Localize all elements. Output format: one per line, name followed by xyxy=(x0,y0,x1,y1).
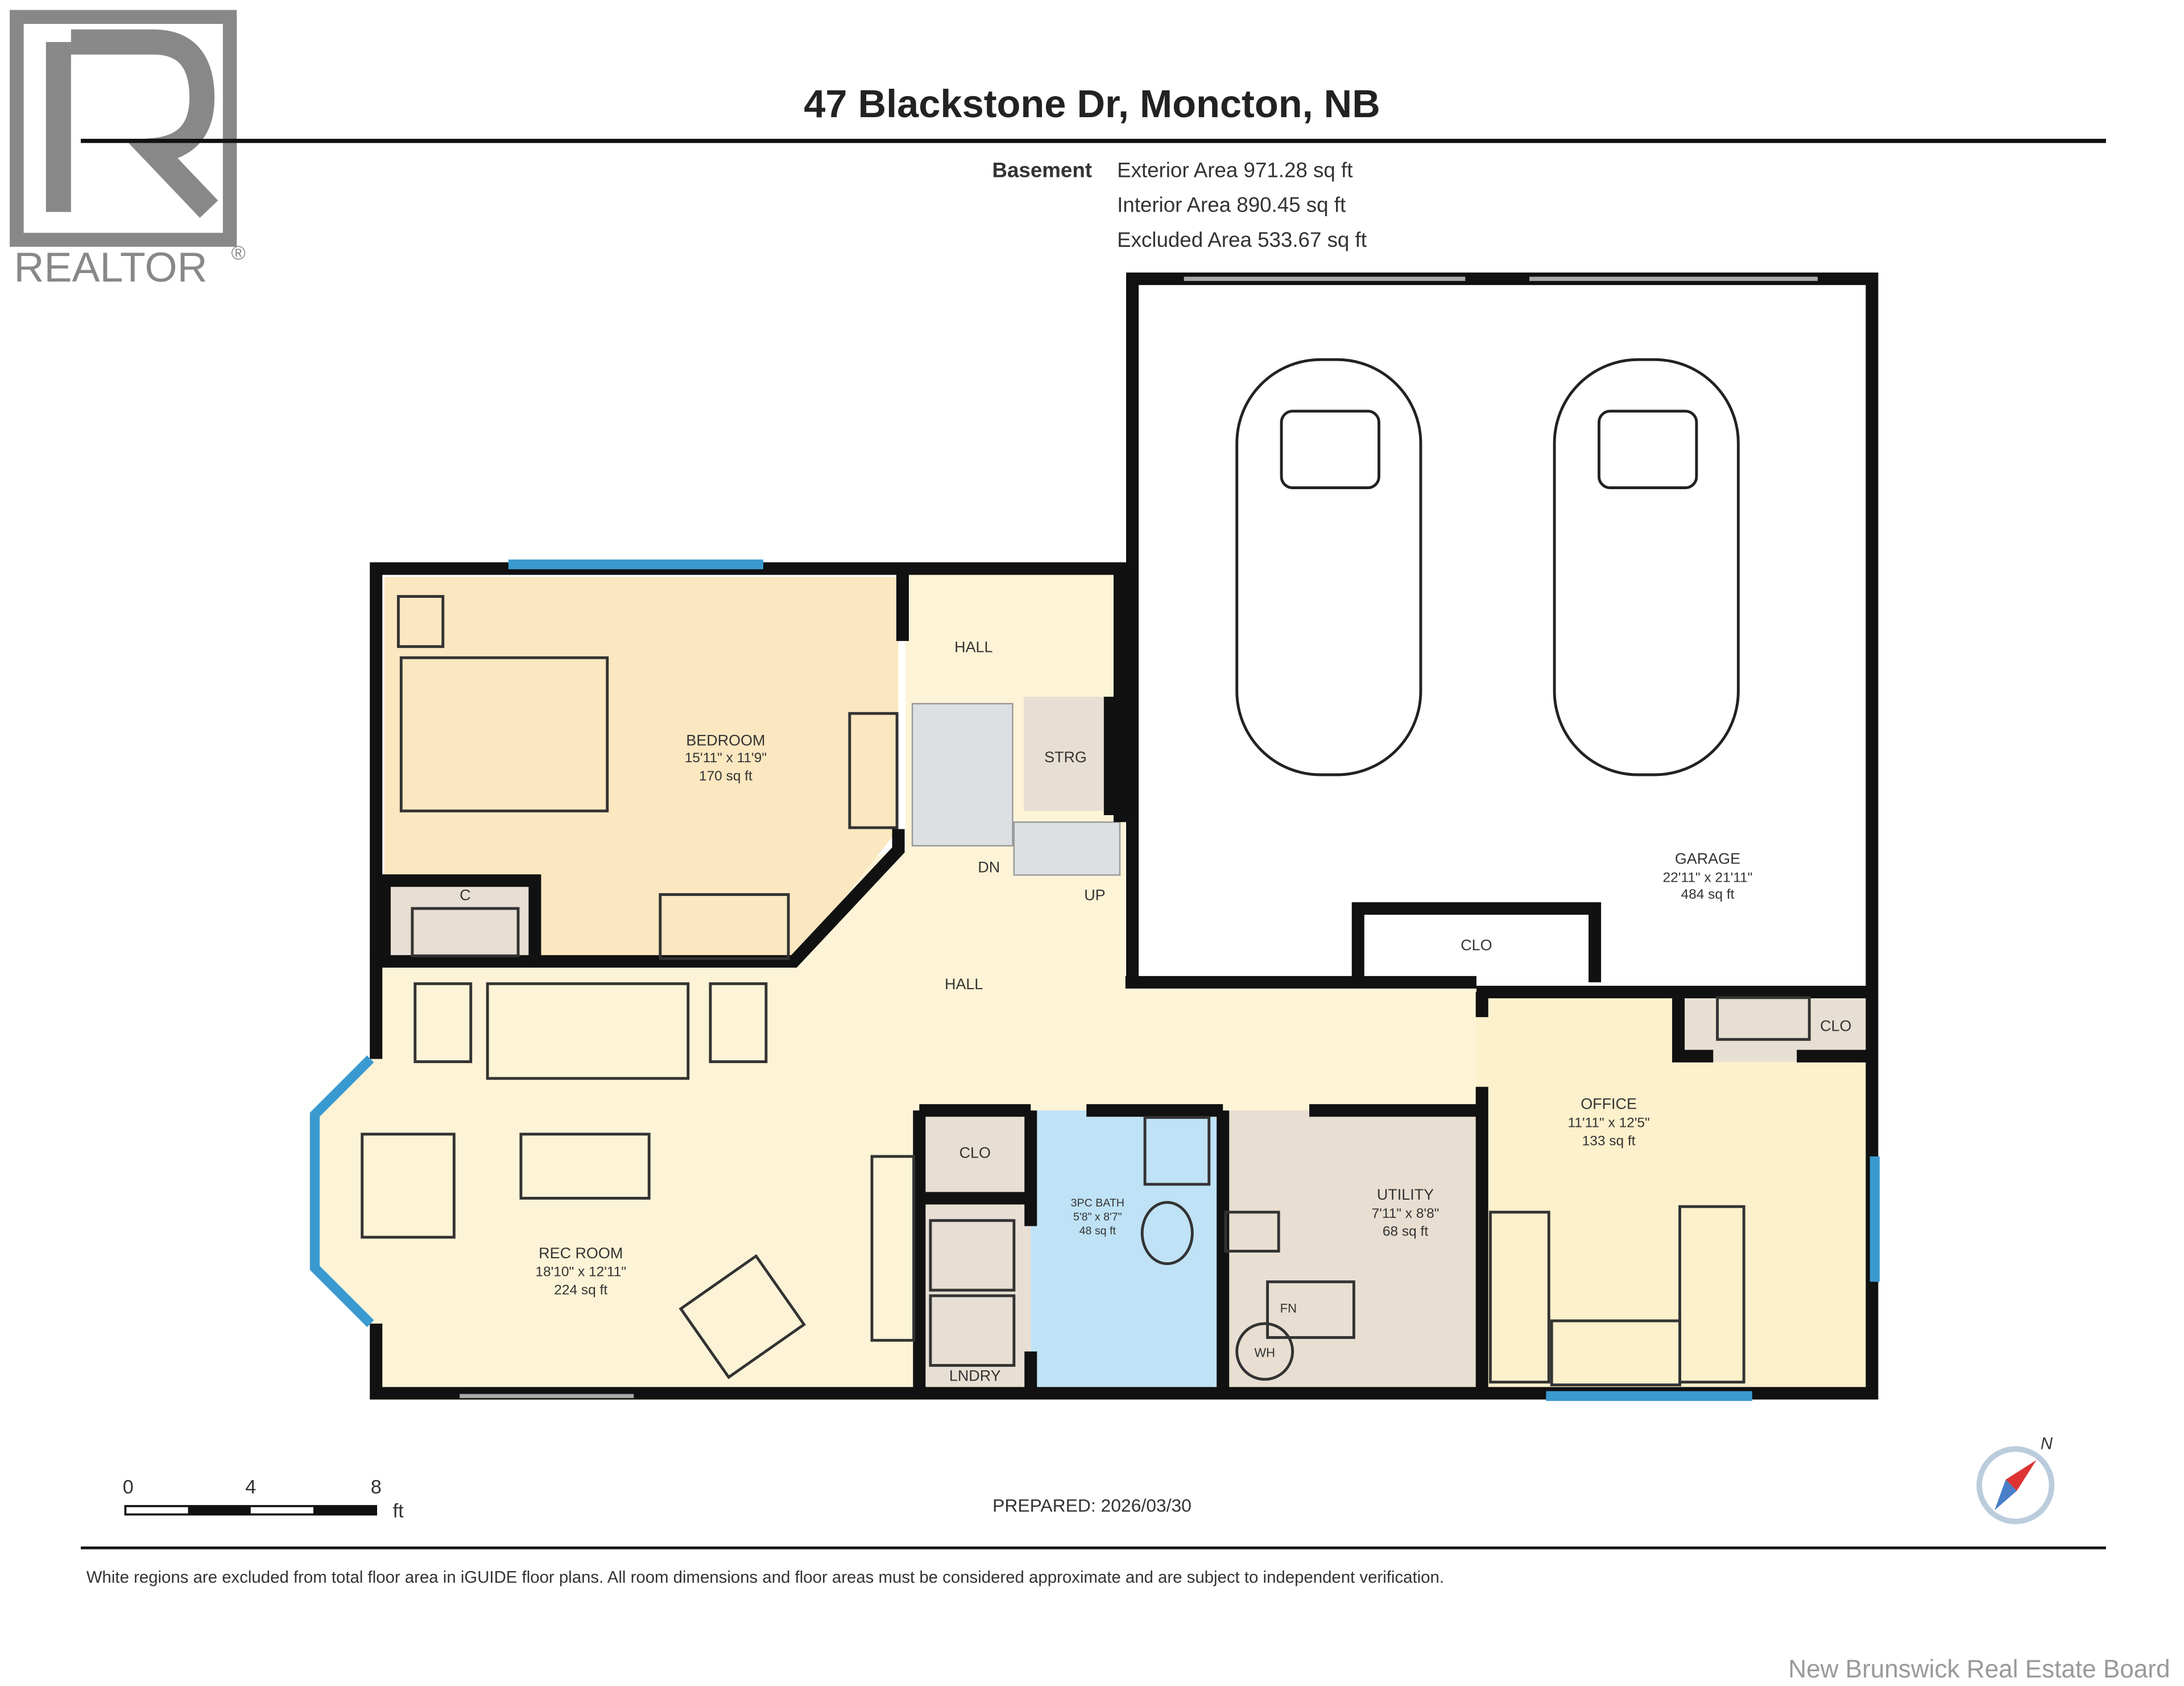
disclaimer: White regions are excluded from total fl… xyxy=(86,1568,1444,1586)
hall-main-label: HALL xyxy=(945,976,983,993)
bath-fill xyxy=(1031,1110,1223,1389)
excluded-area: Excluded Area 533.67 sq ft xyxy=(1117,228,1367,251)
logo-registered-mark: ® xyxy=(231,242,246,264)
furniture xyxy=(361,595,1811,1387)
bath-area: 48 sq ft xyxy=(1079,1225,1116,1237)
rec-room-dims: 18'10" x 12'11" xyxy=(535,1264,626,1280)
rec-closet-label: CLO xyxy=(959,1144,991,1161)
bedroom-name: BEDROOM xyxy=(686,732,765,749)
rec-closet-fill xyxy=(916,1110,1031,1195)
garage-dims: 22'11" x 21'11" xyxy=(1663,870,1753,886)
furnace-label: FN xyxy=(1280,1301,1297,1315)
office-dims: 11'11" x 12'5" xyxy=(1567,1115,1649,1131)
logo-text: REALTOR xyxy=(14,243,207,291)
utility-dims: 7'11" x 8'8" xyxy=(1372,1206,1440,1221)
scale-tick-4: 4 xyxy=(245,1477,256,1498)
bedroom-area: 170 sq ft xyxy=(699,768,752,784)
laundry-label: LNDRY xyxy=(949,1367,1001,1384)
storage-label: STRG xyxy=(1044,749,1087,766)
scale-bar: 0 4 8 ft xyxy=(123,1477,404,1522)
prepared-date: PREPARED: 2026/03/30 xyxy=(992,1495,1192,1516)
scale-unit: ft xyxy=(393,1500,404,1522)
rec-room-area: 224 sq ft xyxy=(554,1282,607,1297)
water-heater-label: WH xyxy=(1254,1346,1275,1360)
interior-area: Interior Area 890.45 sq ft xyxy=(1117,193,1346,217)
watermark: New Brunswick Real Estate Board xyxy=(1788,1655,2170,1683)
rec-room-name: REC ROOM xyxy=(539,1245,623,1262)
bath-dims: 5'8" x 8'7" xyxy=(1073,1211,1122,1224)
windows xyxy=(309,559,1880,1401)
strg-fill xyxy=(1024,696,1107,811)
compass-north-label: N xyxy=(2041,1434,2053,1453)
office-area: 133 sq ft xyxy=(1582,1133,1636,1148)
bedroom-fill xyxy=(384,577,899,962)
bedroom-dims: 15'11" x 11'9" xyxy=(685,750,767,766)
scale-tick-8: 8 xyxy=(371,1477,382,1498)
garage-name: GARAGE xyxy=(1675,850,1740,867)
compass-icon: N xyxy=(1976,1434,2055,1524)
utility-area: 68 sq ft xyxy=(1383,1224,1428,1239)
stairs-up xyxy=(1013,821,1121,876)
floor-label: Basement xyxy=(992,158,1092,181)
exterior-area: Exterior Area 971.28 sq ft xyxy=(1117,158,1352,181)
car-icon xyxy=(1235,358,1740,776)
bedroom-closet-label: C xyxy=(460,886,470,903)
office-closet-label: CLO xyxy=(1820,1018,1851,1035)
garage-area: 484 sq ft xyxy=(1681,887,1735,902)
stairs xyxy=(911,702,1014,847)
utility-name: UTILITY xyxy=(1377,1186,1434,1203)
realtor-logo: REALTOR ® xyxy=(10,10,246,291)
hall-upper-label: HALL xyxy=(954,638,992,655)
stairs-up-label: UP xyxy=(1084,886,1105,903)
scale-tick-0: 0 xyxy=(123,1477,134,1498)
page-title: 47 Blackstone Dr, Moncton, NB xyxy=(804,82,1380,126)
bath-name: 3PC BATH xyxy=(1071,1197,1124,1209)
rec-room-fill xyxy=(309,975,920,1400)
stairs-down-label: DN xyxy=(978,858,1000,875)
closet-bedroom-fill xyxy=(384,881,535,962)
garage-closet-label: CLO xyxy=(1461,937,1492,954)
office-name: OFFICE xyxy=(1581,1096,1637,1113)
garage-windows xyxy=(460,276,1818,1398)
